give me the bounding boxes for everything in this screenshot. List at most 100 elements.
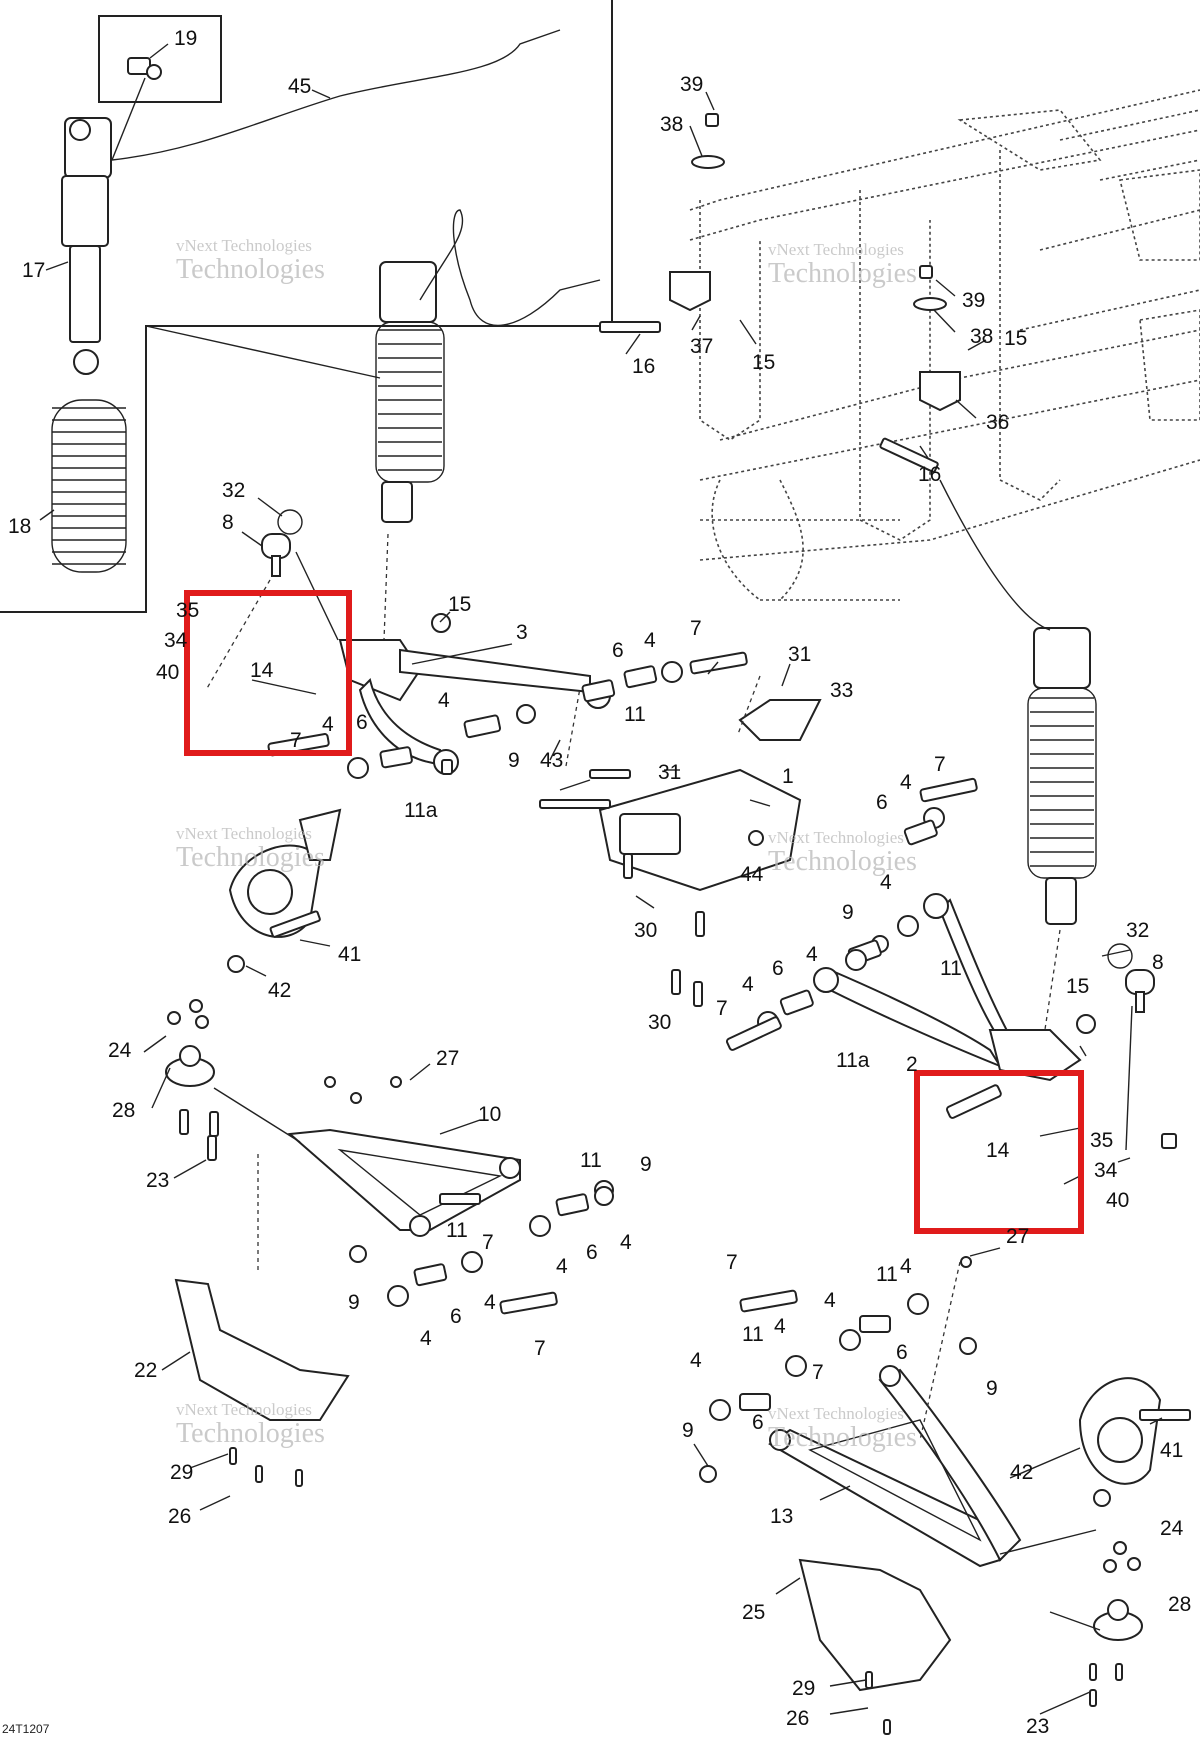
hardware-left-lower: [349, 1180, 614, 1315]
highlight-box-right: [914, 1070, 1084, 1234]
callout-11: 11: [940, 957, 962, 980]
callout-28: 28: [1168, 1593, 1192, 1616]
callout-4: 4: [742, 973, 754, 996]
callout-26: 26: [786, 1707, 810, 1730]
callout-11: 11: [580, 1149, 602, 1172]
skid-plate-22: [174, 1278, 350, 1421]
callout-6: 6: [876, 791, 888, 814]
callout-11a: 11a: [404, 799, 438, 822]
upper-a-arm-right: [813, 893, 1082, 1082]
callout-4: 4: [438, 689, 450, 712]
callout-44: 44: [740, 863, 764, 886]
callout-16: 16: [918, 463, 942, 486]
callout-43: 43: [540, 749, 564, 772]
callout-7: 7: [812, 1361, 824, 1384]
skid-plate-33: [738, 699, 822, 741]
skid-plate-25: [798, 1558, 952, 1692]
vehicle-frame: [689, 89, 1200, 601]
callout-9: 9: [508, 749, 520, 772]
callout-9: 9: [842, 901, 854, 924]
callout-11: 11: [876, 1263, 898, 1286]
callout-23: 23: [146, 1169, 170, 1192]
callout-7: 7: [290, 729, 302, 752]
fasteners: [167, 830, 1141, 1735]
ball-joint-28a: [165, 1045, 215, 1087]
callout-37: 37: [690, 335, 714, 358]
callout-40: 40: [156, 661, 180, 684]
callout-36: 36: [986, 411, 1010, 434]
callout-11: 11: [446, 1219, 468, 1242]
callout-7: 7: [934, 753, 946, 776]
callout-4: 4: [806, 943, 818, 966]
callout-42: 42: [1010, 1461, 1034, 1484]
callout-7: 7: [726, 1251, 738, 1274]
callout-19: 19: [174, 27, 198, 50]
callout-15: 15: [1004, 327, 1028, 350]
ball-joint-8b: [1125, 969, 1155, 1013]
callout-35: 35: [176, 599, 200, 622]
lower-a-arm-right: [768, 1365, 1022, 1568]
callout-42: 42: [268, 979, 292, 1002]
callout-9: 9: [640, 1153, 652, 1176]
callout-38: 38: [970, 325, 994, 348]
callout-3: 3: [516, 621, 528, 644]
callout-35: 35: [1090, 1129, 1114, 1152]
callout-7: 7: [690, 617, 702, 640]
callout-32: 32: [1126, 919, 1150, 942]
callout-41: 41: [1160, 1439, 1184, 1462]
nut-39a: [705, 113, 719, 127]
callout-41: 41: [338, 943, 362, 966]
callout-27: 27: [1006, 1225, 1030, 1248]
bolt-16a: [599, 321, 661, 333]
callout-9: 9: [986, 1377, 998, 1400]
callout-15: 15: [1066, 975, 1090, 998]
callout-24: 24: [1160, 1517, 1184, 1540]
callout-1: 1: [782, 765, 794, 788]
callout-10: 10: [478, 1103, 502, 1126]
callout-14: 14: [986, 1139, 1010, 1162]
washer-38b: [913, 297, 947, 311]
hardware-right-lower: [699, 1289, 977, 1483]
hardware-right-upper: [725, 777, 1177, 1149]
callout-4: 4: [556, 1255, 568, 1278]
callout-4: 4: [774, 1315, 786, 1338]
callout-31: 31: [788, 643, 812, 666]
callout-28: 28: [112, 1099, 136, 1122]
highlight-box-left: [184, 590, 352, 756]
callout-4: 4: [900, 771, 912, 794]
ring-32a: [277, 509, 303, 535]
callout-6: 6: [896, 1341, 908, 1364]
callout-29: 29: [792, 1677, 816, 1700]
lower-a-arm-left: [287, 1128, 521, 1237]
callout-4: 4: [484, 1291, 496, 1314]
callout-11a: 11a: [836, 1049, 870, 1072]
callout-6: 6: [772, 957, 784, 980]
callout-6: 6: [586, 1241, 598, 1264]
callout-6: 6: [450, 1305, 462, 1328]
callout-39: 39: [962, 289, 986, 312]
callout-2: 2: [906, 1053, 918, 1076]
callout-22: 22: [134, 1359, 158, 1382]
callout-15: 15: [448, 593, 472, 616]
diagram-reference-code: 24T1207: [2, 1722, 50, 1736]
bracket-37: [669, 271, 711, 312]
callout-39: 39: [680, 73, 704, 96]
callout-4: 4: [620, 1231, 632, 1254]
washer-38a: [691, 155, 725, 169]
callout-29: 29: [170, 1461, 194, 1484]
callout-4: 4: [644, 629, 656, 652]
callout-32: 32: [222, 479, 246, 502]
callout-9: 9: [348, 1291, 360, 1314]
callout-30: 30: [648, 1011, 672, 1034]
callout-34: 34: [1094, 1159, 1118, 1182]
callout-8: 8: [1152, 951, 1164, 974]
callout-33: 33: [830, 679, 854, 702]
bracket-36: [919, 371, 961, 412]
nut-39b: [919, 265, 933, 279]
callout-6: 6: [356, 711, 368, 734]
